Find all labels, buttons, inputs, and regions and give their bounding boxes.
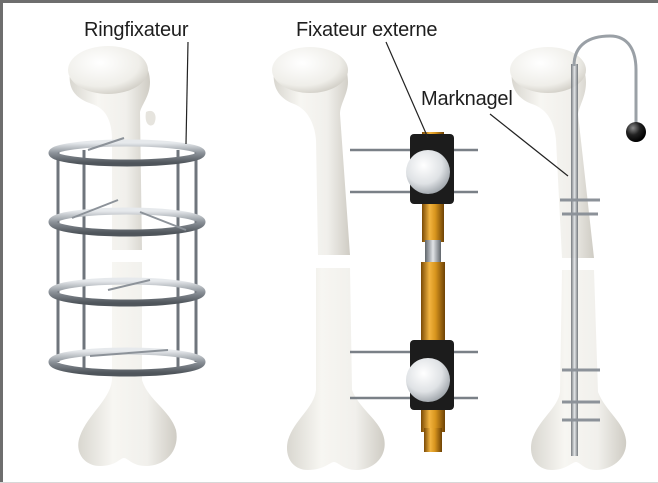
external-fixator-clamp-lower [406,340,454,410]
external-fixator-clamp-upper [406,134,454,204]
femur-proximal-fragment-right [510,47,594,258]
femur-distal-fragment-left [78,262,176,466]
ring-fixator-group [52,42,202,466]
femur-distal-fragment-middle [287,268,385,470]
ring-fixator-label: Ringfixateur [84,19,188,42]
external-fixator-label: Fixateur externe [296,19,437,42]
ring-fixator-leader-line [186,42,188,144]
intramedullary-nail-group [490,36,646,470]
intramedullary-nail-label: Marknagel [421,88,513,111]
femur-proximal-fragment-middle [272,47,350,255]
